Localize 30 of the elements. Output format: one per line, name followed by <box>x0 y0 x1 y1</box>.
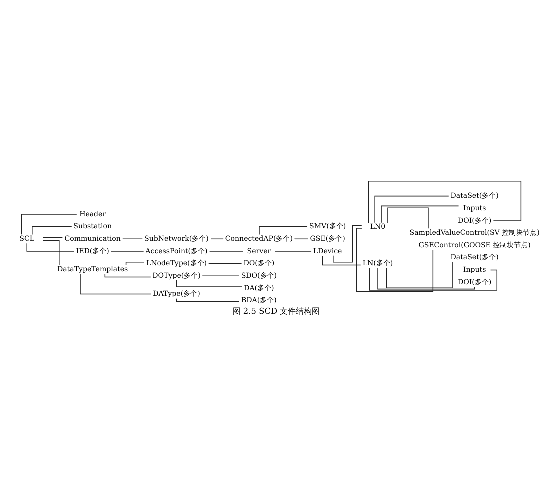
connector <box>274 250 312 252</box>
connector <box>374 195 450 223</box>
connector <box>21 214 78 234</box>
connector <box>388 207 429 229</box>
connector <box>322 255 362 266</box>
connector <box>294 238 308 240</box>
connector <box>202 275 240 276</box>
connector <box>369 267 498 290</box>
connector <box>378 267 476 290</box>
connector <box>122 238 143 240</box>
connector <box>126 261 145 266</box>
connector <box>333 224 362 262</box>
connector <box>176 298 240 302</box>
connector <box>26 242 75 252</box>
connector <box>111 250 144 252</box>
connector <box>209 250 244 252</box>
connector <box>176 280 242 287</box>
connector <box>42 240 60 265</box>
connector <box>386 262 453 288</box>
connector <box>356 228 434 292</box>
connector <box>104 273 152 278</box>
connector <box>210 238 224 240</box>
connector <box>259 226 308 235</box>
connector <box>368 180 522 223</box>
connector <box>208 262 242 264</box>
connector <box>42 236 64 238</box>
connector <box>32 226 72 235</box>
connector <box>381 205 460 223</box>
caption: 图 2.5 SCD 文件结构图 <box>232 306 320 316</box>
connector <box>80 273 152 294</box>
